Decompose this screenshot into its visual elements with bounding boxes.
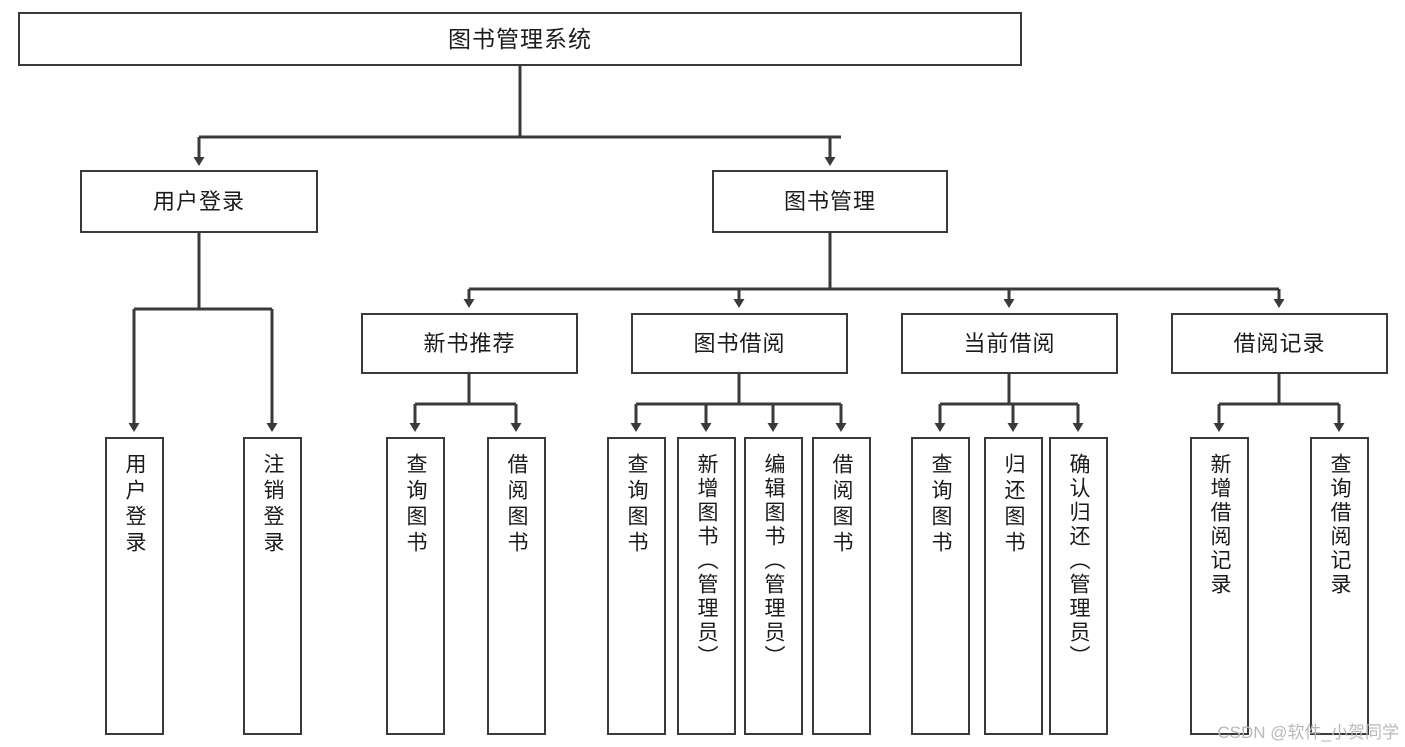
node-leaf-brw-add-book-label: 新增图书（管理员） [695, 453, 718, 669]
node-borrow-record[interactable]: 借阅记录 [1171, 313, 1388, 374]
csdn-watermark: CSDN @软件_小贺同学 [1217, 723, 1399, 742]
node-root-system[interactable]: 图书管理系统 [18, 12, 1022, 66]
node-user-login[interactable]: 用户登录 [80, 170, 318, 233]
node-leaf-rec-borrow-book[interactable]: 借阅图书 [487, 437, 546, 735]
node-leaf-brw-borrow-book[interactable]: 借阅图书 [812, 437, 871, 735]
node-leaf-user-login-label: 用户登录 [123, 453, 146, 557]
node-leaf-brw-query-book-label: 查询图书 [625, 453, 648, 557]
node-book-manage-label: 图书管理 [783, 188, 876, 214]
node-leaf-rec-borrow-book-label: 借阅图书 [505, 453, 528, 557]
node-current-borrow[interactable]: 当前借阅 [901, 313, 1118, 374]
node-leaf-cur-confirm-return[interactable]: 确认归还（管理员） [1049, 437, 1108, 735]
node-leaf-brw-borrow-book-label: 借阅图书 [830, 453, 853, 557]
node-user-login-label: 用户登录 [152, 188, 245, 214]
node-current-borrow-label: 当前借阅 [963, 330, 1056, 356]
node-root-label: 图书管理系统 [448, 25, 592, 52]
node-leaf-cur-query-book[interactable]: 查询图书 [911, 437, 970, 735]
node-leaf-add-borrow-record[interactable]: 新增借阅记录 [1190, 437, 1249, 735]
node-leaf-cur-confirm-return-label: 确认归还（管理员） [1067, 453, 1090, 669]
node-leaf-brw-query-book[interactable]: 查询图书 [607, 437, 666, 735]
node-book-manage[interactable]: 图书管理 [712, 170, 948, 233]
node-new-book-recommend-label: 新书推荐 [423, 330, 516, 356]
node-leaf-cur-return-book[interactable]: 归还图书 [984, 437, 1043, 735]
node-leaf-user-logout[interactable]: 注销登录 [243, 437, 302, 735]
node-leaf-query-borrow-record-label: 查询借阅记录 [1328, 453, 1351, 597]
node-borrow-record-label: 借阅记录 [1233, 330, 1326, 356]
node-leaf-brw-add-book[interactable]: 新增图书（管理员） [677, 437, 736, 735]
node-book-borrow[interactable]: 图书借阅 [631, 313, 848, 374]
node-leaf-cur-query-book-label: 查询图书 [929, 453, 952, 557]
node-book-borrow-label: 图书借阅 [693, 330, 786, 356]
node-leaf-add-borrow-record-label: 新增借阅记录 [1208, 453, 1231, 597]
node-leaf-rec-query-book[interactable]: 查询图书 [386, 437, 445, 735]
node-leaf-query-borrow-record[interactable]: 查询借阅记录 [1310, 437, 1369, 735]
node-leaf-user-login[interactable]: 用户登录 [105, 437, 164, 735]
node-leaf-brw-edit-book-label: 编辑图书（管理员） [762, 453, 785, 669]
node-leaf-user-logout-label: 注销登录 [261, 453, 284, 557]
node-new-book-recommend[interactable]: 新书推荐 [361, 313, 578, 374]
node-leaf-brw-edit-book[interactable]: 编辑图书（管理员） [744, 437, 803, 735]
node-leaf-rec-query-book-label: 查询图书 [404, 453, 427, 557]
node-leaf-cur-return-book-label: 归还图书 [1002, 453, 1025, 557]
